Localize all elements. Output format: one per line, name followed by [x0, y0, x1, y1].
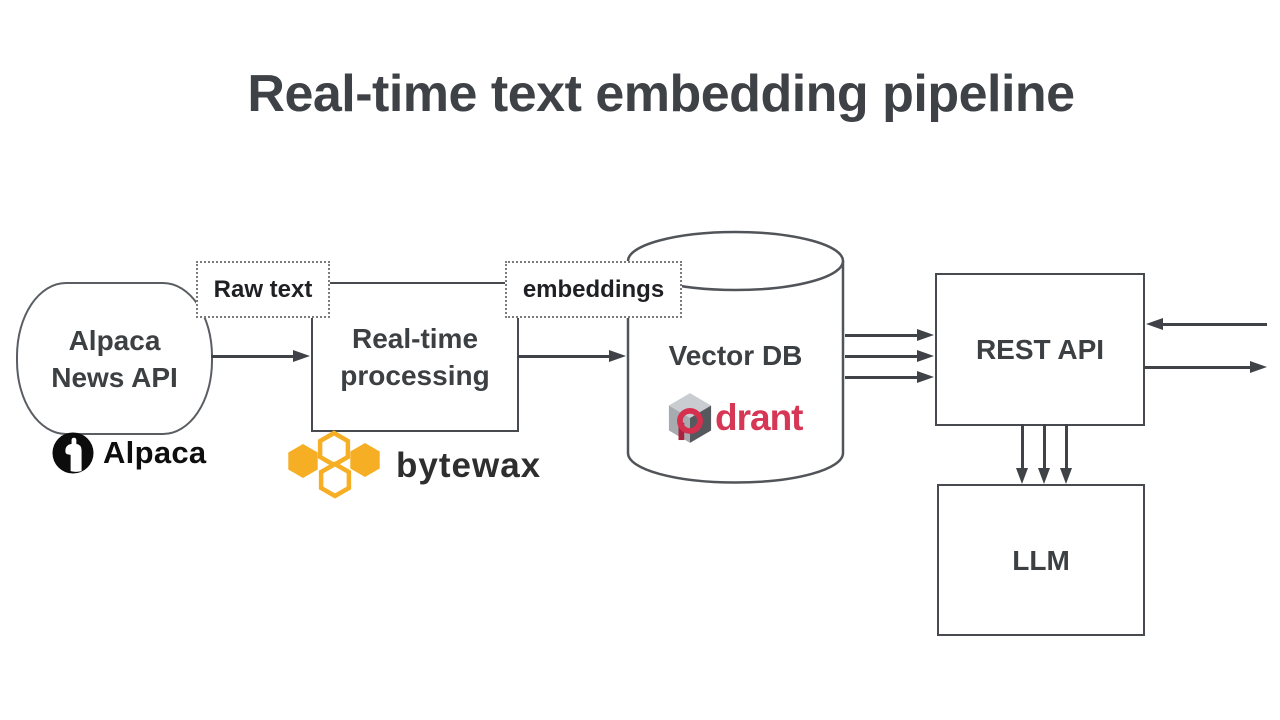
- flow-label-embeddings: embeddings: [505, 261, 682, 318]
- flow-label-raw-text: Raw text: [196, 261, 330, 318]
- node-rest-api: REST API: [935, 273, 1145, 426]
- bytewax-wordmark: bytewax: [396, 446, 542, 485]
- node-rest-api-label: REST API: [975, 334, 1105, 365]
- node-processing-label-line2: processing: [340, 360, 490, 391]
- page-title: Real-time text embedding pipeline: [247, 65, 1075, 123]
- bytewax-hexagons-icon: [288, 430, 380, 499]
- qdrant-hexagon-icon: [668, 393, 712, 443]
- qdrant-logo: drant: [667, 392, 803, 444]
- alpaca-icon: [52, 432, 94, 474]
- node-llm: LLM: [937, 484, 1145, 636]
- node-alpaca-news-api: Alpaca News API: [16, 282, 213, 435]
- node-processing-label-line1: Real-time: [351, 323, 479, 354]
- node-alpaca-news-api-label-line2: News API: [51, 361, 178, 393]
- qdrant-wordmark: drant: [715, 397, 803, 438]
- node-vector-db-label: Vector DB: [668, 340, 803, 371]
- node-real-time-processing: Real-time processing: [311, 282, 519, 432]
- alpaca-wordmark: Alpaca: [103, 435, 207, 470]
- node-llm-label: LLM: [1012, 544, 1070, 576]
- bytewax-logo: bytewax: [286, 430, 541, 502]
- node-alpaca-news-api-label-line1: Alpaca: [68, 324, 161, 356]
- alpaca-logo: Alpaca: [52, 432, 206, 474]
